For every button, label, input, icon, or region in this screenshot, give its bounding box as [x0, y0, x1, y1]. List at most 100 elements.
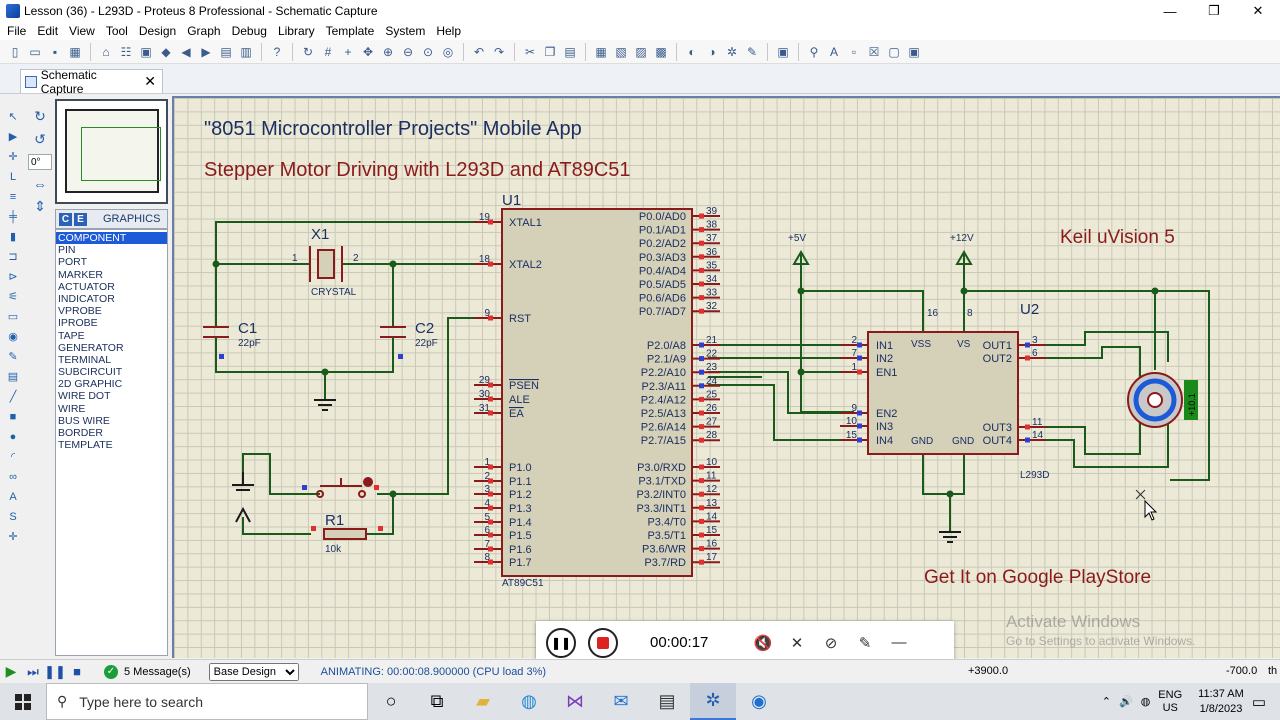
save-icon[interactable]: ▪ [52, 44, 58, 59]
tab-close-icon[interactable]: ✕ [144, 73, 156, 89]
back-icon[interactable]: ◀ [181, 44, 191, 59]
list-item[interactable]: MARKER [58, 268, 103, 281]
bom-icon[interactable]: ▤ [220, 44, 232, 59]
origin-icon[interactable]: + [344, 44, 352, 59]
menu-template[interactable]: Template [325, 24, 375, 38]
mirror-vertical-icon[interactable]: ⇕ [34, 198, 46, 214]
file-explorer-icon[interactable]: ▰ [476, 691, 490, 711]
refresh-icon[interactable]: ↻ [302, 44, 314, 59]
tab-schematic-capture[interactable]: Schematic Capture ✕ [20, 68, 163, 96]
list-item[interactable]: WIRE [58, 402, 86, 415]
device-pins-icon[interactable]: ⊳ [8, 271, 18, 283]
rotate-clockwise-icon[interactable]: ↻ [34, 108, 46, 124]
new-sheet-icon[interactable]: ▫ [851, 44, 857, 59]
taskbar-clock[interactable]: 11:37 AM 1/8/2023 [1198, 687, 1244, 717]
menu-debug[interactable]: Debug [231, 24, 267, 38]
block-rotate-icon[interactable]: ▨ [635, 44, 647, 59]
pen-icon[interactable]: ✎ [858, 634, 872, 652]
list-item[interactable]: ACTUATOR [58, 280, 115, 293]
help-icon[interactable]: ? [273, 44, 281, 59]
menu-view[interactable]: View [69, 24, 95, 38]
volume-icon[interactable]: 🔊 [1118, 696, 1133, 708]
list-item[interactable]: COMPONENT [56, 232, 167, 245]
stop-recording-button[interactable] [588, 627, 618, 658]
list-item[interactable]: BUS WIRE [58, 414, 110, 427]
wire-label-icon[interactable]: L [9, 170, 17, 183]
reset-pushbutton[interactable] [292, 477, 379, 498]
selection-mode-icon[interactable]: ↖ [8, 111, 18, 123]
microphone-off-icon[interactable]: ✕ [790, 634, 804, 652]
menu-help[interactable]: Help [436, 24, 462, 38]
list-item[interactable]: TEMPLATE [58, 439, 113, 452]
minimize-button[interactable]: — [1163, 3, 1177, 19]
cortana-icon[interactable]: ○ [385, 691, 397, 711]
start-button[interactable] [0, 683, 46, 720]
junction-dot-icon[interactable]: ✛ [8, 151, 18, 163]
resistor-r1[interactable]: R1 10k [311, 512, 383, 555]
forward-icon[interactable]: ▶ [201, 44, 211, 59]
minimize-recorder-icon[interactable]: — [891, 634, 907, 651]
proteus-taskbar-icon[interactable]: ✲ [690, 683, 736, 720]
remove-sheet-icon[interactable]: ☒ [868, 44, 880, 59]
notifications-icon[interactable]: ▭ [1251, 693, 1266, 711]
text-script-icon[interactable]: ≡ [9, 190, 17, 203]
arc-icon[interactable]: ◜ [10, 451, 16, 463]
import-icon[interactable]: ▦ [69, 44, 81, 59]
generator-icon[interactable]: ◉ [8, 331, 18, 343]
crystal-x1[interactable]: X1 CRYSTAL 1 2 [292, 226, 359, 298]
close-button[interactable]: ✕ [1252, 3, 1264, 18]
decompose-icon[interactable]: ✎ [746, 44, 758, 59]
property-tool-icon[interactable]: A [829, 44, 838, 59]
step-simulation-icon[interactable]: ⏭ [27, 663, 39, 679]
zoom-out-icon[interactable]: ⊖ [402, 44, 414, 59]
rotate-anticlockwise-icon[interactable]: ↺ [34, 131, 46, 147]
box-icon[interactable]: ■ [9, 410, 17, 423]
redo-icon[interactable]: ↷ [493, 44, 505, 59]
menu-library[interactable]: Library [277, 24, 315, 38]
taskbar-search-box[interactable]: ⚲ Type here to search [46, 683, 368, 720]
design-variant-select[interactable]: Base Design [208, 662, 299, 681]
task-view-icon[interactable]: ⧉ [430, 691, 444, 711]
schematic-canvas[interactable]: "8051 Microcontroller Projects" Mobile A… [172, 96, 1280, 658]
show-hidden-icons-icon[interactable]: ⌃ [1101, 696, 1111, 708]
line-icon[interactable]: ╱ [9, 391, 17, 403]
copy-icon[interactable]: ❐ [544, 44, 556, 59]
camera-off-icon[interactable]: ⊘ [824, 634, 838, 652]
block-delete-icon[interactable]: ▩ [655, 44, 667, 59]
pause-recording-button[interactable]: ❚❚ [546, 627, 576, 658]
menu-edit[interactable]: Edit [37, 24, 59, 38]
pick-device-icon[interactable]: ◐ [688, 44, 696, 59]
list-item[interactable]: VPROBE [58, 305, 102, 318]
zoom-all-icon[interactable]: ⊙ [422, 44, 434, 59]
list-item[interactable]: SUBCIRCUIT [58, 366, 123, 379]
maximize-button[interactable]: ❐ [1208, 3, 1220, 18]
